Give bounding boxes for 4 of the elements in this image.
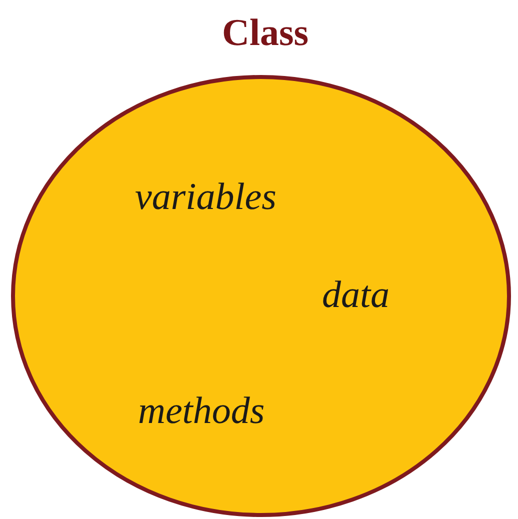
term-label: variables [135, 178, 276, 216]
term-label: methods [138, 392, 265, 430]
term-label: data [322, 276, 390, 314]
heading: Class [222, 14, 309, 52]
